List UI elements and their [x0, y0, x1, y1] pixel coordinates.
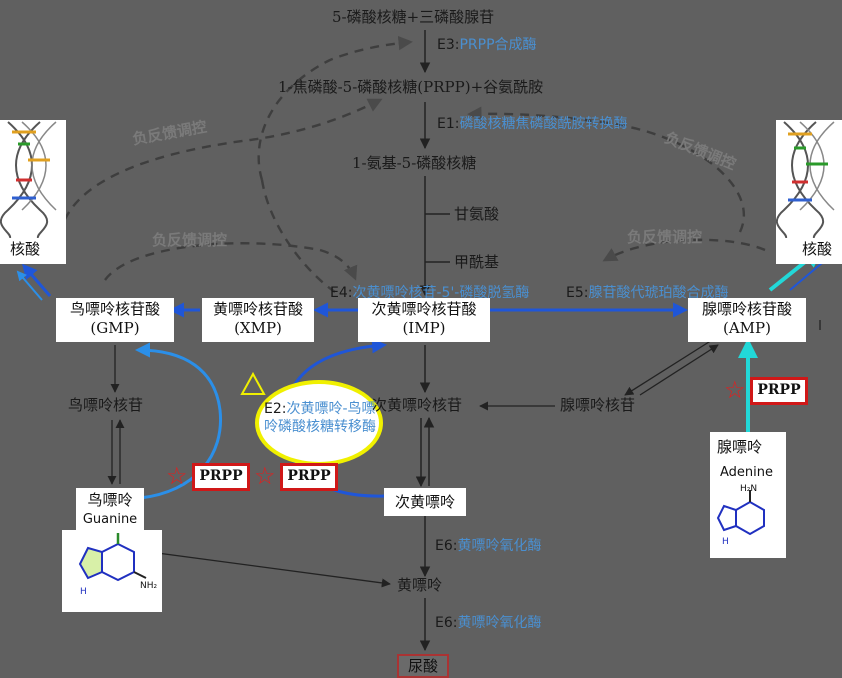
formyl-label: 甲酰基: [454, 253, 500, 271]
enzyme-e2-name: 次黄嘌呤-鸟嘌呤磷酸核糖转移酶: [264, 401, 376, 435]
star-marker-middle: ☆: [254, 462, 276, 490]
uric-acid-box: 尿酸: [397, 654, 449, 678]
gmp-abbr: (GMP): [90, 319, 140, 337]
guanosine-label: 鸟嘌呤核苷: [68, 396, 144, 414]
imp-name: 次黄嘌呤核苷酸: [371, 300, 477, 318]
enzyme-e6a-name: 黄嘌呤氧化酶: [457, 538, 542, 554]
guanine-structure-panel: NH₂ H: [62, 530, 162, 612]
amp-name: 腺嘌呤核苷酸: [701, 300, 792, 318]
nucleic-acid-left-panel: 核酸: [0, 120, 66, 264]
guanine-box: 鸟嘌呤 Guanine: [76, 488, 144, 536]
enzyme-e2-code: E2:: [264, 401, 287, 417]
enzyme-e5: E5:腺苷酸代琥珀酸合成酶: [566, 286, 728, 300]
dna-helix-left-icon: [0, 121, 57, 239]
enzyme-e1: E1:磷酸核糖焦磷酸酰胺转换酶: [437, 117, 627, 131]
nucleic-acid-right-panel: 核酸: [776, 120, 842, 264]
xanthine-label: 黄嘌呤: [397, 576, 443, 594]
feedback-label-right-mid: 负反馈调控: [627, 228, 703, 246]
main-spine: [415, 30, 450, 652]
enzyme-e1-code: E1:: [437, 116, 460, 132]
guanine-label: 鸟嘌呤: [87, 491, 133, 509]
star-marker-right: ☆: [724, 376, 746, 404]
adenine-panel: 腺嘌呤 Adenine H₂N H: [710, 432, 786, 558]
guanine-nh2-text: NH₂: [140, 581, 158, 591]
prpp-box-left: PRPP: [192, 463, 250, 491]
enzyme-e4-name: 次黄嘌呤核苷-5'-磷酸脱氢酶: [352, 285, 530, 301]
light-blue-to-nucleic-left: [16, 270, 43, 301]
xmp-name: 黄嘌呤核苷酸: [212, 300, 303, 318]
enzyme-e5-name: 腺苷酸代琥珀酸合成酶: [588, 285, 729, 301]
nucleic-acid-right-label: 核酸: [802, 240, 833, 258]
enzyme-e6b-name: 黄嘌呤氧化酶: [457, 615, 542, 631]
dna-helix-right-icon: [776, 121, 835, 239]
enzyme-e6-xanthine: E6:黄嘌呤氧化酶: [435, 539, 541, 553]
gmp-name: 鸟嘌呤核苷酸: [69, 300, 160, 318]
hypoxanthine-box: 次黄嘌呤: [384, 488, 466, 516]
guanine-structure-icon: NH₂ H: [78, 533, 158, 597]
glycine-label: 甘氨酸: [454, 205, 500, 223]
xmp-abbr: (XMP): [234, 319, 282, 337]
amp-abbr: (AMP): [723, 319, 771, 337]
aminoribose-phosphate: 1-氨基-5-磷酸核糖: [352, 154, 477, 172]
guanine-nh-text: H: [80, 587, 87, 597]
adenine-nh-text: H: [722, 537, 729, 547]
triangle-marker: [240, 371, 266, 395]
adenine-nh2-text: H₂N: [740, 484, 757, 494]
enzyme-e3-name: PRPP合成酶: [459, 37, 537, 53]
enzyme-e3: E3:PRPP合成酶: [437, 38, 537, 52]
adenine-en-label: Adenine: [720, 465, 774, 480]
imp-box: 次黄嘌呤核苷酸 (IMP): [358, 298, 490, 342]
prpp-box-right: PRPP: [750, 377, 808, 405]
prpp-glutamine: 1-焦磷酸-5-磷酸核糖(PRPP)+谷氨酰胺: [278, 78, 544, 96]
blue-conversions: [22, 263, 688, 318]
enzyme-e3-code: E3:: [437, 37, 460, 53]
enzyme-e4: E4:次黄嘌呤核苷-5'-磷酸脱氢酶: [330, 286, 529, 300]
enzyme-e6b-code: E6:: [435, 615, 458, 631]
xmp-box: 黄嘌呤核苷酸 (XMP): [202, 298, 314, 342]
enzyme-e6-uric: E6:黄嘌呤氧化酶: [435, 616, 541, 630]
adenine-label: 腺嘌呤: [717, 438, 763, 456]
adenosine-label: 腺嘌呤核苷: [560, 396, 636, 414]
amp-box: 腺嘌呤核苷酸 (AMP): [688, 298, 806, 342]
enzyme-e1-name: 磷酸核糖焦磷酸酰胺转换酶: [459, 116, 628, 132]
feedback-loops: [48, 35, 766, 293]
inosine-label: 次黄嘌呤核苷: [372, 396, 463, 414]
star-marker-left: ☆: [166, 462, 188, 490]
nucleic-acid-left-label: 核酸: [10, 240, 41, 258]
ribose-5-phosphate-atp: 5-磷酸核糖+三磷酸腺苷: [332, 8, 495, 26]
adenine-structure-icon: H₂N H: [716, 484, 765, 547]
enzyme-e2: E2:次黄嘌呤-鸟嘌呤磷酸核糖转移酶: [264, 400, 382, 436]
enzyme-e5-code: E5:: [566, 285, 589, 301]
feedback-label-left-mid: 负反馈调控: [152, 231, 228, 249]
enzyme-e6a-code: E6:: [435, 538, 458, 554]
enzyme-e4-code: E4:: [330, 285, 353, 301]
gmp-box: 鸟嘌呤核苷酸 (GMP): [56, 298, 174, 342]
prpp-box-middle: PRPP: [280, 463, 338, 491]
imp-abbr: (IMP): [402, 319, 446, 337]
guanine-en-label: Guanine: [82, 512, 138, 527]
